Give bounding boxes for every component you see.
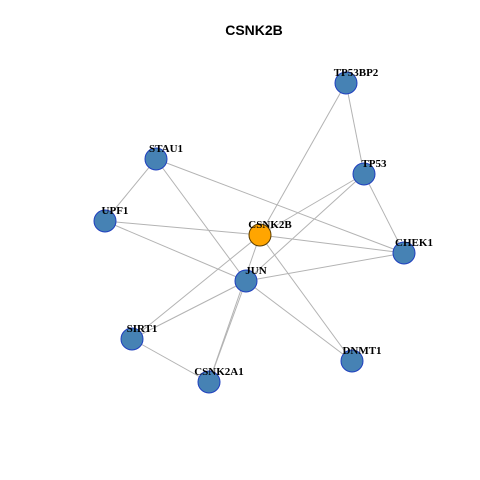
node-label-csnk2a1: CSNK2A1 [194, 366, 244, 378]
node-label-tp53: TP53 [361, 158, 387, 170]
node-circle-tp53bp2 [334, 71, 358, 95]
edge-csnk2b-dnmt1 [259, 234, 353, 362]
node-csnk2a1: CSNK2A1 [194, 366, 244, 394]
node-circle-upf1 [93, 209, 117, 233]
node-circle-tp53 [352, 162, 376, 186]
node-circle-csnk2b [248, 223, 272, 247]
edge-jun-sirt1 [131, 280, 247, 340]
edge-upf1-csnk2b [104, 220, 261, 236]
node-sirt1: SIRT1 [120, 323, 158, 351]
diagram-title: CSNK2B [225, 22, 283, 38]
node-tp53bp2: TP53BP2 [334, 67, 379, 95]
node-label-dnmt1: DNMT1 [342, 345, 381, 357]
node-label-tp53bp2: TP53BP2 [334, 67, 379, 79]
node-dnmt1: DNMT1 [340, 345, 382, 373]
node-circle-csnk2a1 [197, 370, 221, 394]
edge-stau1-upf1 [104, 158, 157, 222]
node-label-csnk2b: CSNK2B [248, 219, 292, 231]
node-label-jun: JUN [245, 265, 266, 277]
edge-tp53-jun [245, 173, 365, 282]
node-jun: JUN [234, 265, 267, 293]
node-label-upf1: UPF1 [102, 205, 129, 217]
node-label-chek1: CHEK1 [395, 237, 433, 249]
node-upf1: UPF1 [93, 205, 129, 233]
edge-csnk2b-chek1 [259, 234, 405, 254]
edge-tp53-csnk2b [259, 173, 365, 236]
edge-jun-dnmt1 [245, 280, 353, 362]
node-tp53: TP53 [352, 158, 387, 186]
node-label-stau1: STAU1 [149, 143, 183, 155]
edge-csnk2b-sirt1 [131, 234, 261, 340]
edge-tp53bp2-tp53 [345, 82, 365, 175]
edge-jun-chek1 [245, 252, 405, 282]
node-circle-dnmt1 [340, 349, 364, 373]
node-circle-jun [234, 269, 258, 293]
node-csnk2b: CSNK2B [248, 219, 292, 247]
edge-stau1-jun [155, 158, 247, 282]
node-circle-sirt1 [120, 327, 144, 351]
edge-tp53bp2-csnk2b [259, 82, 347, 236]
edge-layer [104, 82, 405, 383]
node-label-sirt1: SIRT1 [127, 323, 158, 335]
edge-tp53-chek1 [363, 173, 405, 254]
edge-stau1-chek1 [155, 158, 405, 254]
edge-sirt1-csnk2a1 [131, 338, 210, 383]
node-circle-stau1 [144, 147, 168, 171]
node-stau1: STAU1 [144, 143, 183, 171]
edge-jun-csnk2a1 [208, 280, 247, 383]
edge-upf1-jun [104, 220, 247, 282]
node-circle-chek1 [392, 241, 416, 265]
node-chek1: CHEK1 [392, 237, 433, 265]
